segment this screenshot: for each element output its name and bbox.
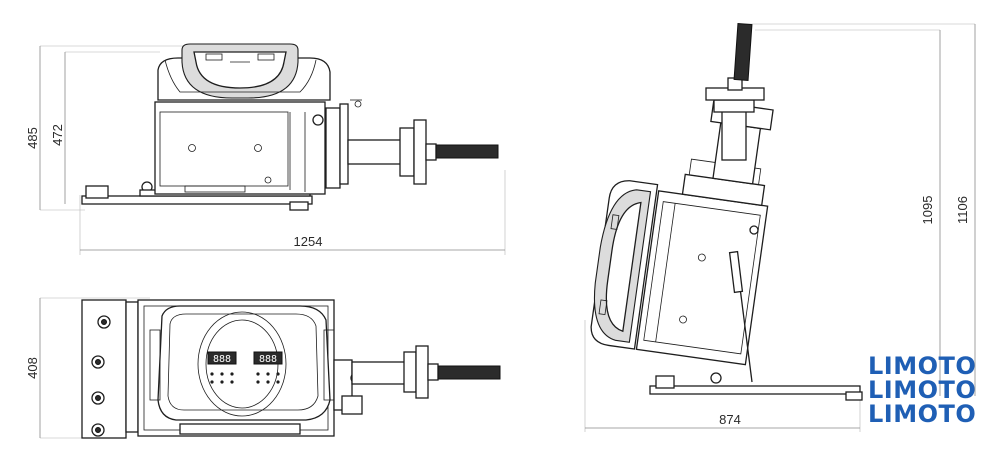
threaded-shaft: [435, 144, 499, 159]
base-plate: [81, 195, 313, 205]
main-shaft: [347, 139, 405, 165]
top-view: 408 888 888: [25, 297, 501, 439]
dim-top-width: 408: [25, 357, 40, 379]
dim-side-height-outer: 485: [25, 127, 40, 149]
watermark-logo: LIMOTO LIMOTO LIMOTO: [868, 354, 976, 426]
top-threaded-shaft: [437, 365, 501, 380]
display-left: [207, 351, 237, 365]
dim-tilted-width: 874: [719, 412, 741, 427]
dim-tilted-height-inner: 1095: [920, 196, 935, 225]
foot-block: [85, 185, 109, 199]
display-right-digits: 888: [259, 354, 277, 365]
flange: [413, 119, 427, 185]
dim-side-length: 1254: [294, 234, 323, 249]
dim-side-height-inner: 472: [50, 124, 65, 146]
vertical-shaft: [721, 109, 747, 161]
display-left-digits: 888: [213, 354, 231, 365]
watermark-line: LIMOTO: [868, 352, 977, 380]
watermark-line: LIMOTO: [868, 376, 977, 404]
tilted-threaded-shaft: [733, 23, 753, 81]
top-flange: [415, 345, 429, 399]
foot-pad: [289, 201, 309, 211]
tilted-base-plate: [649, 385, 861, 395]
vertical-arm: [325, 107, 341, 189]
watermark-line: LIMOTO: [868, 400, 977, 428]
top-main-shaft: [351, 361, 407, 385]
dim-tilted-height-outer: 1106: [955, 196, 970, 224]
tilted-view: 1095 1106 874: [584, 23, 976, 432]
keypad-dots: [210, 372, 280, 384]
main-housing: [154, 101, 326, 195]
display-right: [253, 351, 283, 365]
side-view: 485 472 1254: [25, 43, 506, 255]
